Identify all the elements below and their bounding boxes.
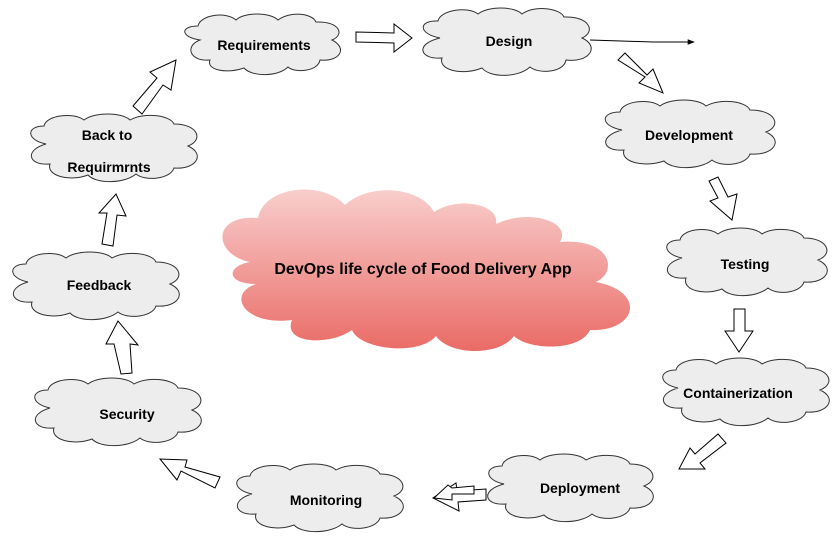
cloud-shape [12,251,180,321]
node-feedback: Feedback [12,251,180,321]
node-containerization: Containerization [662,357,830,427]
arrow-deployment-to-monitoring-shadow [432,484,475,501]
cloud-shape [662,357,830,427]
cloud-shape [34,377,202,447]
arrows [97,22,754,512]
arrow-monitoring-to-security [158,458,221,489]
node-label: Containerization [683,385,793,401]
arrow-security-to-feedback [105,320,140,375]
arrow-requirements-to-design [355,22,413,54]
cloud-shape [666,227,828,297]
cloud-shape [30,113,198,183]
node-back-to-requirements: Back to Requirmrnts [30,113,198,183]
arrow-back-to-requirements-to-requirements [132,59,177,115]
node-security: Security [34,377,202,447]
node-label: Requirements [217,37,311,53]
arrow-containerization-to-deployment [678,433,727,470]
node-deployment: Deployment [487,453,654,523]
cloud-shape [236,463,404,533]
node-label: Feedback [67,277,132,293]
center-cloud-shape [222,189,631,351]
node-design: Design [422,7,592,76]
arrow-feedback-to-back-to-requirements [97,193,127,247]
arrow-testing-to-containerization [724,308,754,353]
diagram-title: DevOps life cycle of Food Delivery App [274,261,571,278]
cloud-shape [422,7,592,76]
arrow-design-to-development [617,52,664,94]
node-requirements: Requirements [184,13,341,76]
node-label: Security [99,406,154,422]
node-label: Monitoring [290,492,362,508]
cloud-shape [184,13,341,76]
node-label: Development [645,127,733,143]
arrow-development-to-testing [708,176,738,221]
cloud-shape [604,99,776,169]
node-monitoring: Monitoring [236,463,404,533]
node-label: Design [486,33,533,49]
node-development: Development [604,99,776,169]
node-label-line-2: Requirmrnts [67,159,150,175]
design-outgoing-line-arrow [589,39,695,45]
cloud-shape [487,453,654,523]
node-label: Deployment [540,480,620,496]
node-label: Testing [721,256,770,272]
node-testing: Testing [666,227,828,297]
center-title-cloud: DevOps life cycle of Food Delivery App [222,189,631,351]
node-label-line-1: Back to [82,127,133,143]
